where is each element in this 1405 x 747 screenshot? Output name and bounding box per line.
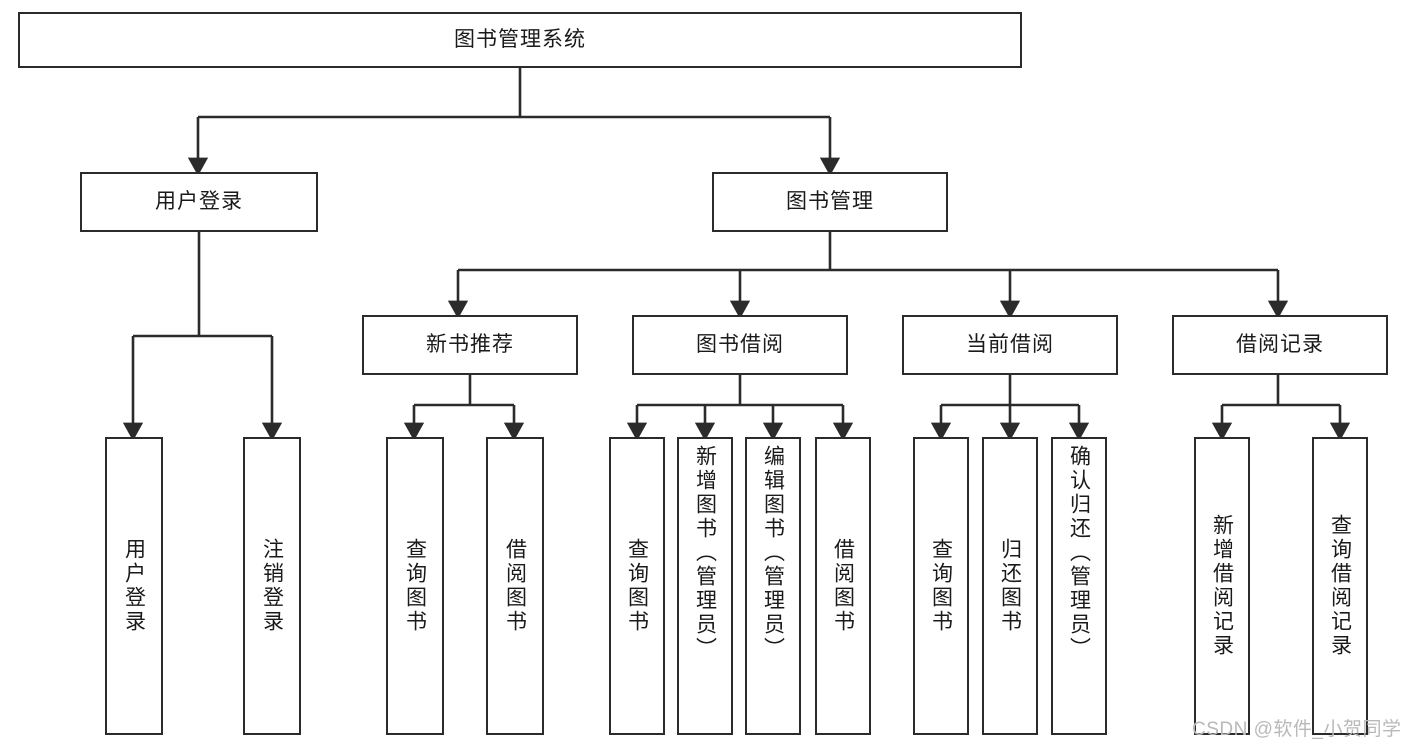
node-label: 新增图书（管理员） [693, 445, 717, 661]
node-label: 图书管理系统 [454, 27, 586, 51]
leaf-book-borrow-edit-book-admin[interactable]: 编辑图书（管理员） [745, 437, 801, 735]
node-label: 图书借阅 [696, 332, 784, 356]
node-label: 用户登录 [155, 189, 243, 213]
leaf-new-book-query-book[interactable]: 查询图书 [386, 437, 444, 735]
node-label: 借阅图书 [831, 538, 855, 634]
node-label: 新增借阅记录 [1210, 514, 1234, 658]
node-label: 归还图书 [998, 538, 1022, 634]
node-label: 注销登录 [260, 538, 284, 634]
leaf-current-borrow-confirm-return-admin[interactable]: 确认归还（管理员） [1051, 437, 1107, 735]
node-book-borrow[interactable]: 图书借阅 [632, 315, 848, 375]
leaf-current-borrow-return-book[interactable]: 归还图书 [982, 437, 1038, 735]
node-label: 用户登录 [122, 538, 146, 634]
leaf-book-borrow-add-book-admin[interactable]: 新增图书（管理员） [677, 437, 733, 735]
leaf-book-borrow-borrow-book[interactable]: 借阅图书 [815, 437, 871, 735]
leaf-book-borrow-query-book[interactable]: 查询图书 [609, 437, 665, 735]
node-label: 图书管理 [786, 189, 874, 213]
node-label: 查询图书 [929, 538, 953, 634]
node-label: 借阅图书 [503, 538, 527, 634]
node-book-management[interactable]: 图书管理 [712, 172, 948, 232]
node-label: 当前借阅 [966, 332, 1054, 356]
node-user-login[interactable]: 用户登录 [80, 172, 318, 232]
node-label: 新书推荐 [426, 332, 514, 356]
node-label: 查询图书 [403, 538, 427, 634]
leaf-new-book-borrow-book[interactable]: 借阅图书 [486, 437, 544, 735]
leaf-borrow-record-add-record[interactable]: 新增借阅记录 [1194, 437, 1250, 735]
node-label: 查询借阅记录 [1328, 514, 1352, 658]
node-label: 查询图书 [625, 538, 649, 634]
node-current-borrow[interactable]: 当前借阅 [902, 315, 1118, 375]
leaf-user-login-logout[interactable]: 注销登录 [243, 437, 301, 735]
leaf-user-login-login[interactable]: 用户登录 [105, 437, 163, 735]
csdn-watermark: CSDN @软件_小贺同学 [1192, 719, 1402, 740]
node-new-book-recommend[interactable]: 新书推荐 [362, 315, 578, 375]
leaf-borrow-record-query-record[interactable]: 查询借阅记录 [1312, 437, 1368, 735]
node-label: 编辑图书（管理员） [761, 445, 785, 661]
node-label: 借阅记录 [1236, 332, 1324, 356]
node-label: 确认归还（管理员） [1067, 445, 1091, 661]
node-root-book-management-system[interactable]: 图书管理系统 [18, 12, 1022, 68]
leaf-current-borrow-query-book[interactable]: 查询图书 [913, 437, 969, 735]
node-borrow-record[interactable]: 借阅记录 [1172, 315, 1388, 375]
